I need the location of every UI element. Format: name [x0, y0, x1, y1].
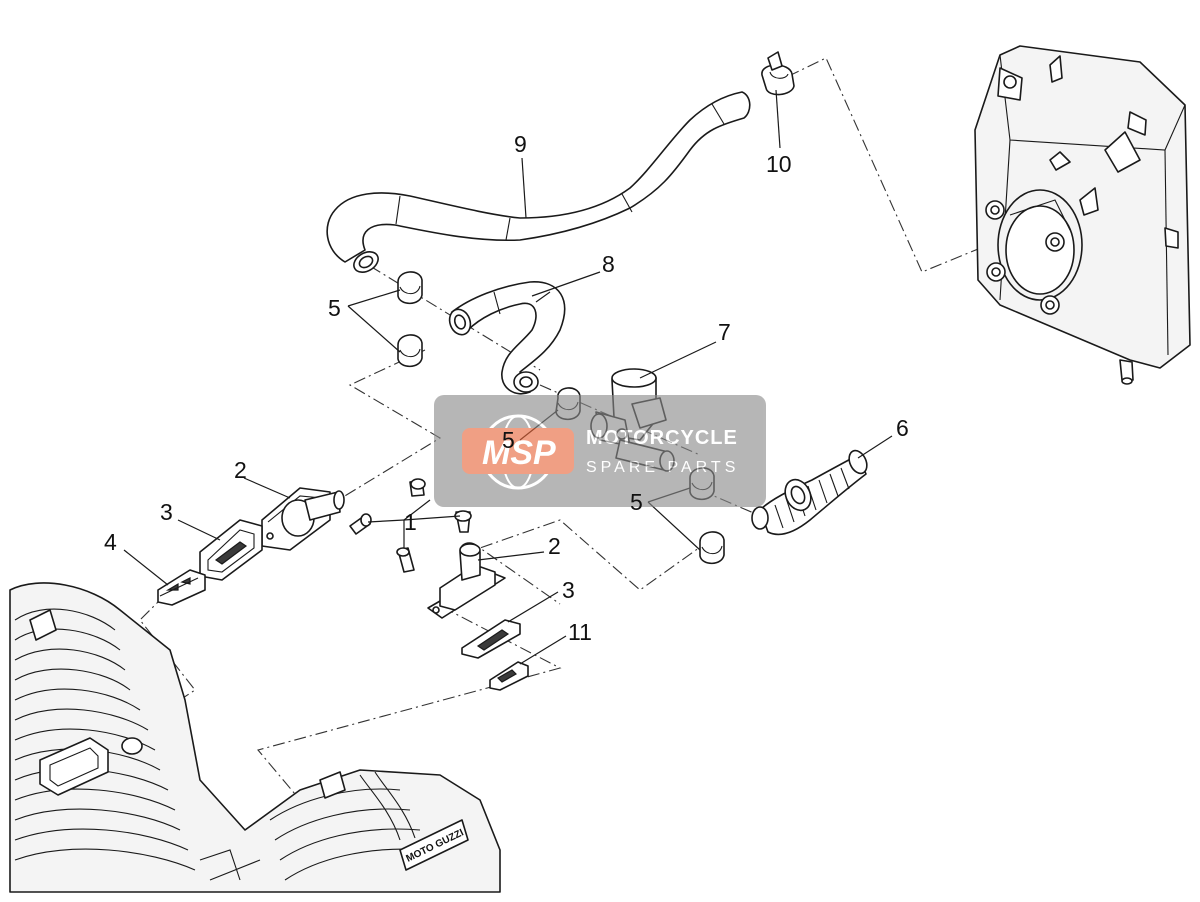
reed-valve-2a	[261, 487, 345, 551]
callout-7: 7	[718, 319, 731, 345]
callout-10: 10	[766, 151, 792, 177]
watermark-badge	[462, 428, 574, 474]
callout-5b: 5	[502, 427, 515, 453]
breather-hose-8	[448, 281, 566, 395]
air-filter-box	[974, 45, 1191, 385]
gasket-3a	[199, 519, 263, 581]
screw-1b	[409, 478, 426, 497]
callout-labels: 9 10 8 7 5 5 5 6 2 3 4 1 2 3 11	[104, 131, 909, 645]
callout-2a: 2	[234, 457, 247, 483]
callout-2b: 2	[548, 533, 561, 559]
hose-clamp-5e	[699, 531, 725, 565]
reed-valve-2b	[427, 542, 506, 619]
callout-11: 11	[568, 619, 592, 645]
callout-4: 4	[104, 529, 117, 555]
callout-3b: 3	[562, 577, 575, 603]
hose-clamp-5b	[397, 334, 423, 368]
gasket-3b	[461, 619, 521, 659]
hose-clamp-5a	[397, 271, 423, 305]
engine-block: MOTO GUZZI	[9, 582, 501, 893]
callout-8: 8	[602, 251, 615, 277]
callout-9: 9	[514, 131, 527, 157]
callout-6: 6	[896, 415, 909, 441]
callout-5a: 5	[328, 295, 341, 321]
corrugated-hose-6	[751, 449, 868, 536]
watermark-title: MOTORCYCLE	[586, 427, 738, 449]
screw-1c	[454, 510, 472, 533]
callout-3a: 3	[160, 499, 173, 525]
breather-hose-9	[326, 91, 751, 273]
hose-clamp-10	[761, 51, 795, 96]
reed-plate-4	[157, 569, 206, 606]
watermark: MSP MOTORCYCLE SPARE PARTS	[434, 395, 766, 507]
callout-1: 1	[404, 509, 417, 535]
reed-plate-11	[489, 661, 529, 691]
screw-1d	[396, 547, 415, 573]
watermark-subtitle: SPARE PARTS	[586, 459, 739, 476]
watermark-box	[434, 395, 766, 507]
screw-1a	[349, 513, 372, 535]
callout-5c: 5	[630, 489, 643, 515]
watermark-logo: MSP	[482, 434, 556, 472]
